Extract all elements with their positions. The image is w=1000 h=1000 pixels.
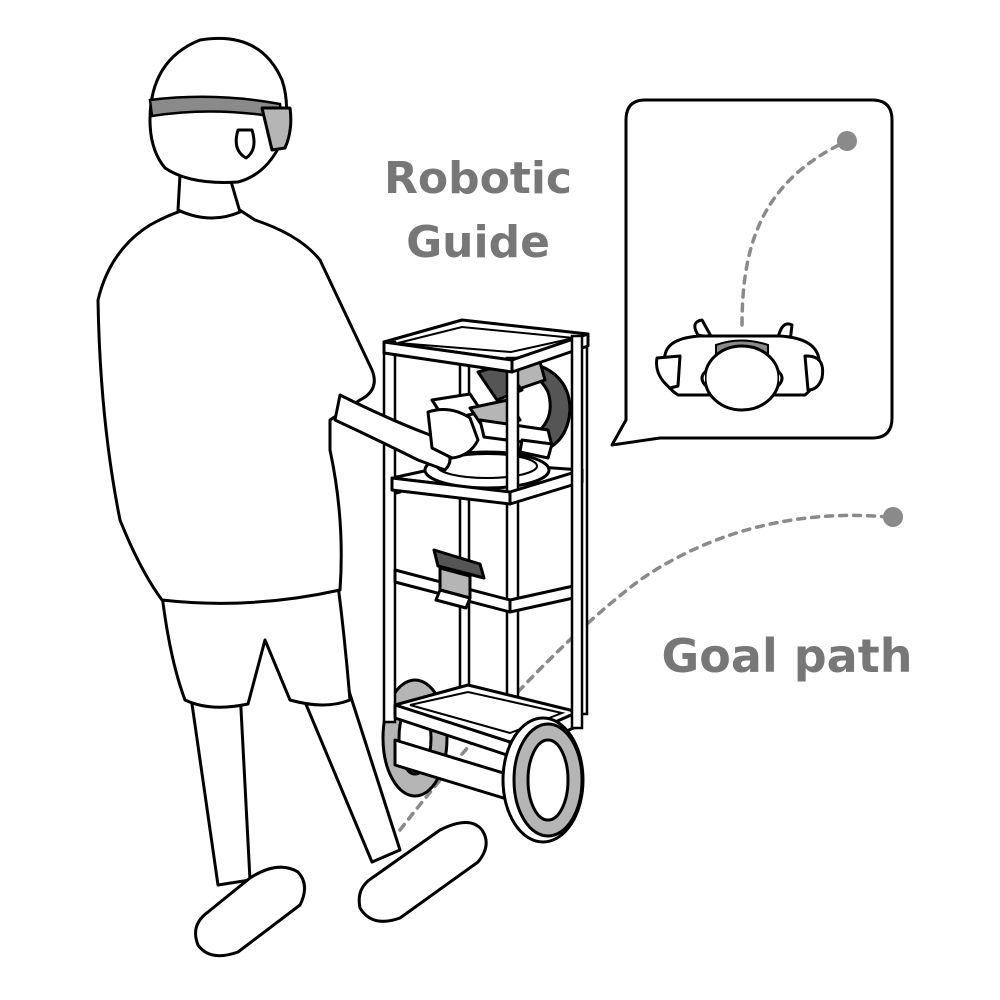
robot-cart-icon bbox=[383, 320, 588, 842]
front-wheel-icon bbox=[503, 718, 583, 842]
speech-bubble-icon bbox=[612, 100, 892, 445]
robotic-guide-label-line2: Guide bbox=[406, 217, 550, 268]
goal-path-label: Goal path bbox=[662, 629, 913, 683]
goal-marker-icon bbox=[883, 507, 903, 527]
bubble-goal-marker-icon bbox=[837, 131, 857, 151]
robotic-guide-label-line1: Robotic bbox=[384, 153, 572, 204]
